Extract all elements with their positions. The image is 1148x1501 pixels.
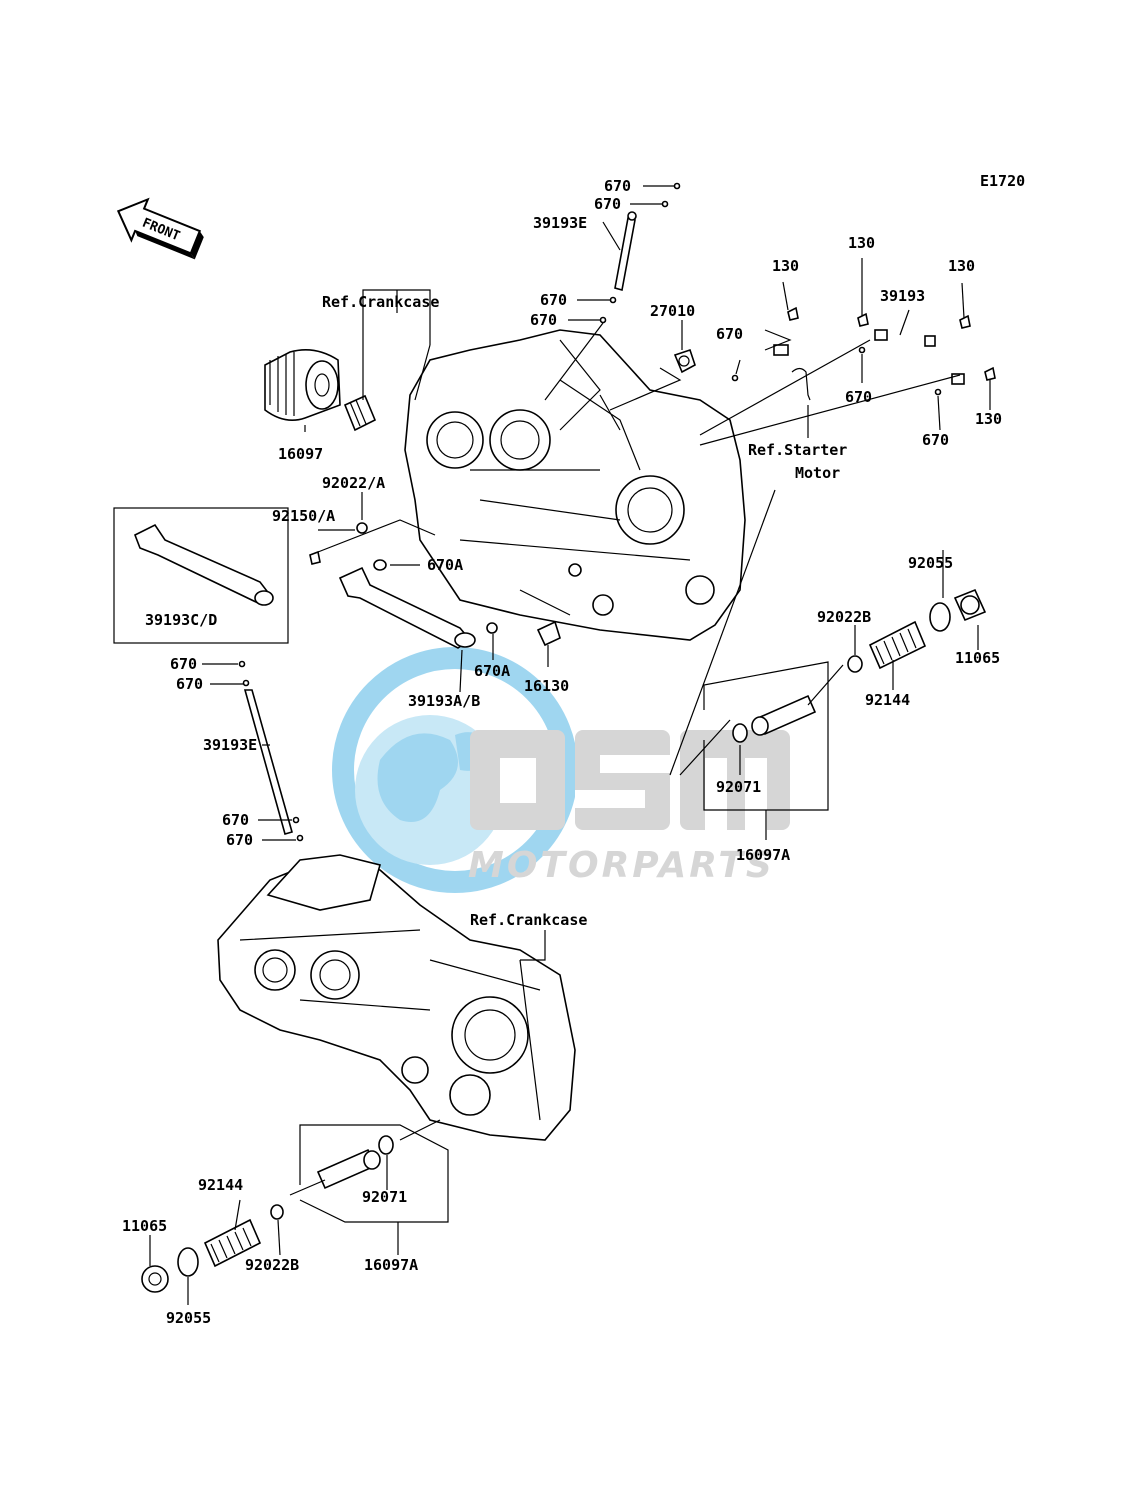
ref-starter-motor: Ref.Starter — [748, 441, 847, 459]
label-670: 670 — [226, 831, 253, 849]
label-39193ab: 39193A/B — [408, 692, 480, 710]
label-16097a: 16097A — [364, 1256, 418, 1274]
label-670: 670 — [530, 311, 557, 329]
label-670: 670 — [922, 431, 949, 449]
oil-pipe-39193e-left — [238, 660, 304, 842]
label-92144: 92144 — [198, 1176, 243, 1194]
label-16097: 16097 — [278, 445, 323, 463]
filter-nipple — [343, 394, 377, 432]
oil-pipe-39193e-top — [599, 182, 681, 324]
label-92022b: 92022B — [245, 1256, 299, 1274]
label-130: 130 — [948, 257, 975, 275]
label-670: 670 — [845, 388, 872, 406]
label-670: 670 — [222, 811, 249, 829]
label-92144: 92144 — [865, 691, 910, 709]
leader-lines — [149, 185, 991, 1305]
label-92071: 92071 — [716, 778, 761, 796]
lower-crankcase — [217, 854, 576, 1141]
label-92150a: 92150/A — [272, 507, 335, 525]
label-670: 670 — [540, 291, 567, 309]
label-39193cd: 39193C/D — [145, 611, 217, 629]
ref-crankcase-bottom: Ref.Crankcase — [470, 911, 587, 929]
watermark-globe — [332, 647, 578, 893]
watermark-sub: MOTORPARTS — [468, 845, 775, 886]
label-16097a: 16097A — [736, 846, 790, 864]
label-670: 670 — [716, 325, 743, 343]
diagram-code: E1720 — [980, 172, 1025, 190]
oil-pipe-39193ab — [309, 522, 561, 649]
label-92055: 92055 — [166, 1309, 211, 1327]
upper-crankcase — [404, 329, 746, 641]
watermark-letter-s — [575, 730, 670, 830]
ref-crankcase-top: Ref.Crankcase — [322, 293, 439, 311]
ref-starter-motor: Motor — [795, 464, 840, 482]
label-11065: 11065 — [122, 1217, 167, 1235]
label-670: 670 — [594, 195, 621, 213]
label-130: 130 — [975, 410, 1002, 428]
label-130: 130 — [772, 257, 799, 275]
label-39193e: 39193E — [203, 736, 257, 754]
oil-pipe-39193 — [731, 303, 996, 401]
watermark: MOTORPARTS — [332, 647, 790, 893]
label-92022a: 92022/A — [322, 474, 385, 492]
pipe-box-39193cd — [113, 507, 289, 644]
label-92071: 92071 — [362, 1188, 407, 1206]
label-39193e: 39193E — [533, 214, 587, 232]
label-670: 670 — [170, 655, 197, 673]
label-130: 130 — [848, 234, 875, 252]
relief-valve-lower — [141, 1135, 394, 1293]
label-670: 670 — [604, 177, 631, 195]
label-92022b: 92022B — [817, 608, 871, 626]
front-arrow-icon: FRONT — [116, 197, 204, 260]
oil-pressure-switch — [673, 348, 696, 374]
label-39193: 39193 — [880, 287, 925, 305]
label-11065: 11065 — [955, 649, 1000, 667]
label-27010: 27010 — [650, 302, 695, 320]
label-16130: 16130 — [524, 677, 569, 695]
part-labels: E1720 670 670 39193E 670 670 27010 130 1… — [122, 172, 1025, 1327]
oil-filter — [264, 349, 341, 421]
label-670: 670 — [176, 675, 203, 693]
label-92055: 92055 — [908, 554, 953, 572]
label-670a: 670A — [474, 662, 510, 680]
label-670a: 670A — [427, 556, 463, 574]
relief-valve-upper — [732, 588, 987, 743]
